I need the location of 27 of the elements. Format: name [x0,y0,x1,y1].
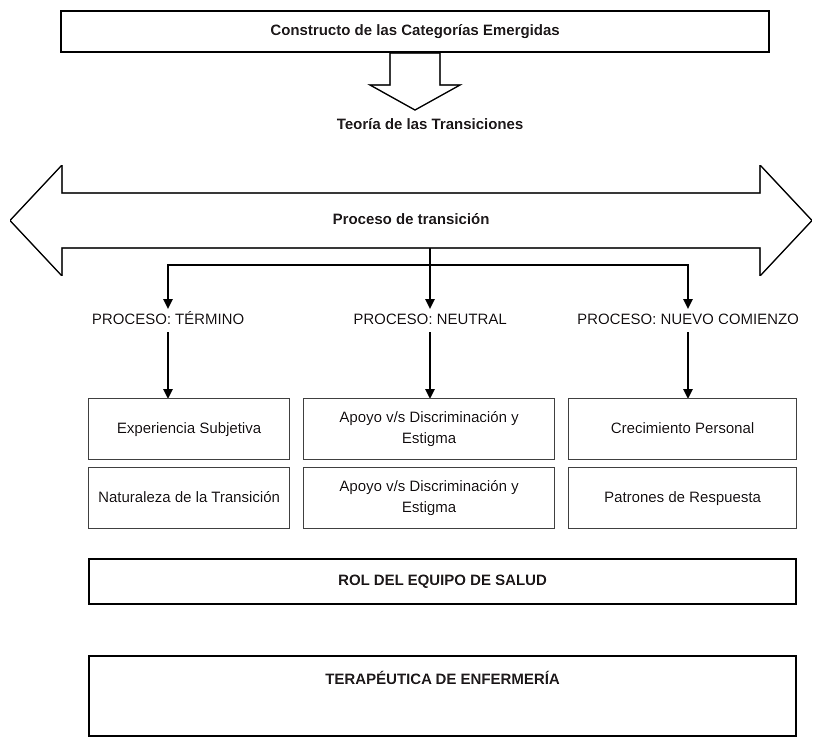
node-label: Crecimiento Personal [610,418,754,439]
stage-label: PROCESO: NUEVO COMIENZO [568,308,808,332]
stage-label: PROCESO: TÉRMINO [58,308,278,332]
stage-label: PROCESO: NEUTRAL [320,308,540,332]
arrow [163,332,173,399]
heading-text: Teoría de las Transiciones [260,113,600,137]
heading-box [60,10,770,53]
category-box [568,467,797,529]
node-label: Experiencia Subjetiva [116,418,262,439]
category-box [303,398,555,460]
category-box [88,398,290,460]
block-arrow [367,52,463,111]
category-box [303,467,555,529]
node-label: Apoyo v/s Discriminación y Estigma [338,477,520,518]
node-label: ROL DEL EQUIPO DE SALUD [338,571,547,592]
node-label: Patrones de Respuesta [604,488,761,508]
arrow [425,332,435,399]
heading-box [88,655,797,737]
heading-box [88,558,797,605]
node-label: Constructo de las Categorías Emergidas [270,21,560,42]
node-label: TERAPÉUTICA DE ENFERMERÍA [325,670,560,690]
node-label: Apoyo v/s Discriminación y Estigma [338,408,520,449]
category-box [88,467,290,529]
node-label: Naturaleza de la Transición [98,488,280,508]
arrow [683,332,693,399]
category-box [568,398,797,460]
node-label: Proceso de transición [332,210,490,230]
